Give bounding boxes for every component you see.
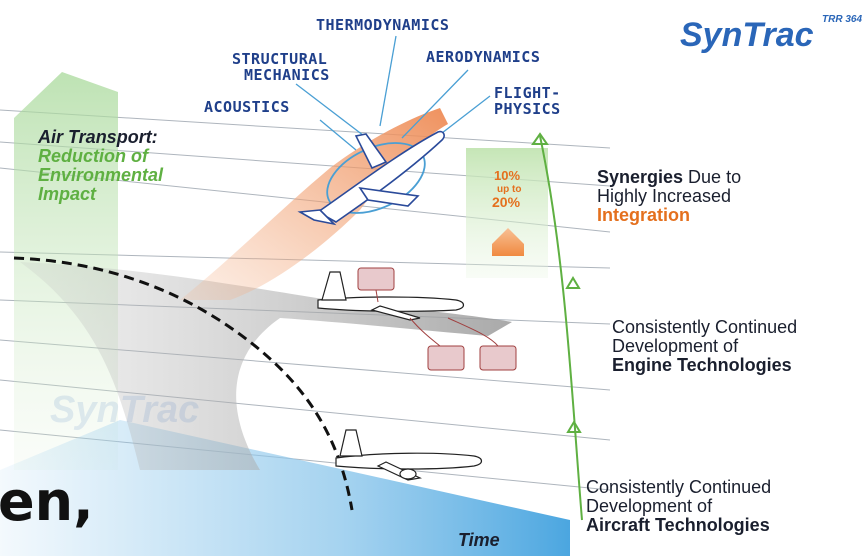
aircraft-technology-icon [335, 429, 483, 481]
synergies-line3: Integration [597, 205, 690, 225]
syntrac-logo: SynTrac TRR 364 [680, 14, 862, 54]
gain-low-value: 10% [494, 168, 520, 183]
air-transport-block: Air Transport: Reduction of Environmenta… [38, 128, 163, 204]
aircraft-line3: Aircraft Technologies [586, 515, 770, 535]
synergies-bold: Synergies [597, 167, 684, 187]
aircraft-line2: Development of [586, 496, 713, 516]
label-flight: FLIGHT- [494, 84, 561, 102]
engine-line1: Consistently Continued [612, 317, 798, 337]
air-transport-line1: Reduction of [38, 146, 148, 166]
label-mechanics: MECHANICS [244, 66, 330, 84]
gain-arrow [492, 228, 524, 256]
timeline-arrow-low [566, 420, 582, 433]
timeline-arc [539, 135, 583, 521]
engine-line3: Engine Technologies [612, 355, 792, 375]
aircraft-line1: Consistently Continued [586, 477, 772, 497]
synergies-line2: Highly Increased [597, 186, 732, 206]
air-transport-line3: Impact [38, 184, 97, 204]
discipline-pointers [295, 35, 491, 151]
synergies-block: Synergies Due to Highly Increased Integr… [597, 168, 741, 225]
watermark-logo: SynTrac [50, 389, 199, 431]
engine-line2: Development of [612, 336, 739, 356]
logo-tag: TRR 364 [822, 14, 862, 25]
trend-curve [13, 256, 354, 511]
label-structural: STRUCTURAL [232, 50, 327, 68]
integrated-aircraft-sketch-icon [297, 130, 445, 226]
air-transport-title: Air Transport: [38, 127, 158, 147]
time-axis-label: Time [458, 530, 500, 550]
label-acoustics: ACOUSTICS [204, 98, 290, 116]
label-physics: PHYSICS [494, 100, 561, 118]
timeline-arrow-mid [565, 276, 581, 289]
engine-block: Consistently Continued Development of En… [612, 318, 797, 375]
gain-column [466, 148, 548, 278]
label-thermodynamics: THERMODYNAMICS [316, 16, 449, 34]
synergies-rest: Due to [683, 167, 742, 187]
label-aerodynamics: AERODYNAMICS [426, 48, 540, 66]
cropped-heading-fragment: en, [0, 470, 94, 533]
engine-callouts [357, 267, 517, 371]
engine-aircraft-icon [317, 271, 465, 321]
logo-text: SynTrac [680, 16, 814, 54]
gain-high-value: 20% [492, 194, 521, 210]
timeline-arrow-top [531, 132, 549, 145]
air-transport-line2: Environmental [38, 165, 164, 185]
aircraft-block: Consistently Continued Development of Ai… [586, 478, 771, 535]
gain-up-to: up to [497, 184, 521, 195]
